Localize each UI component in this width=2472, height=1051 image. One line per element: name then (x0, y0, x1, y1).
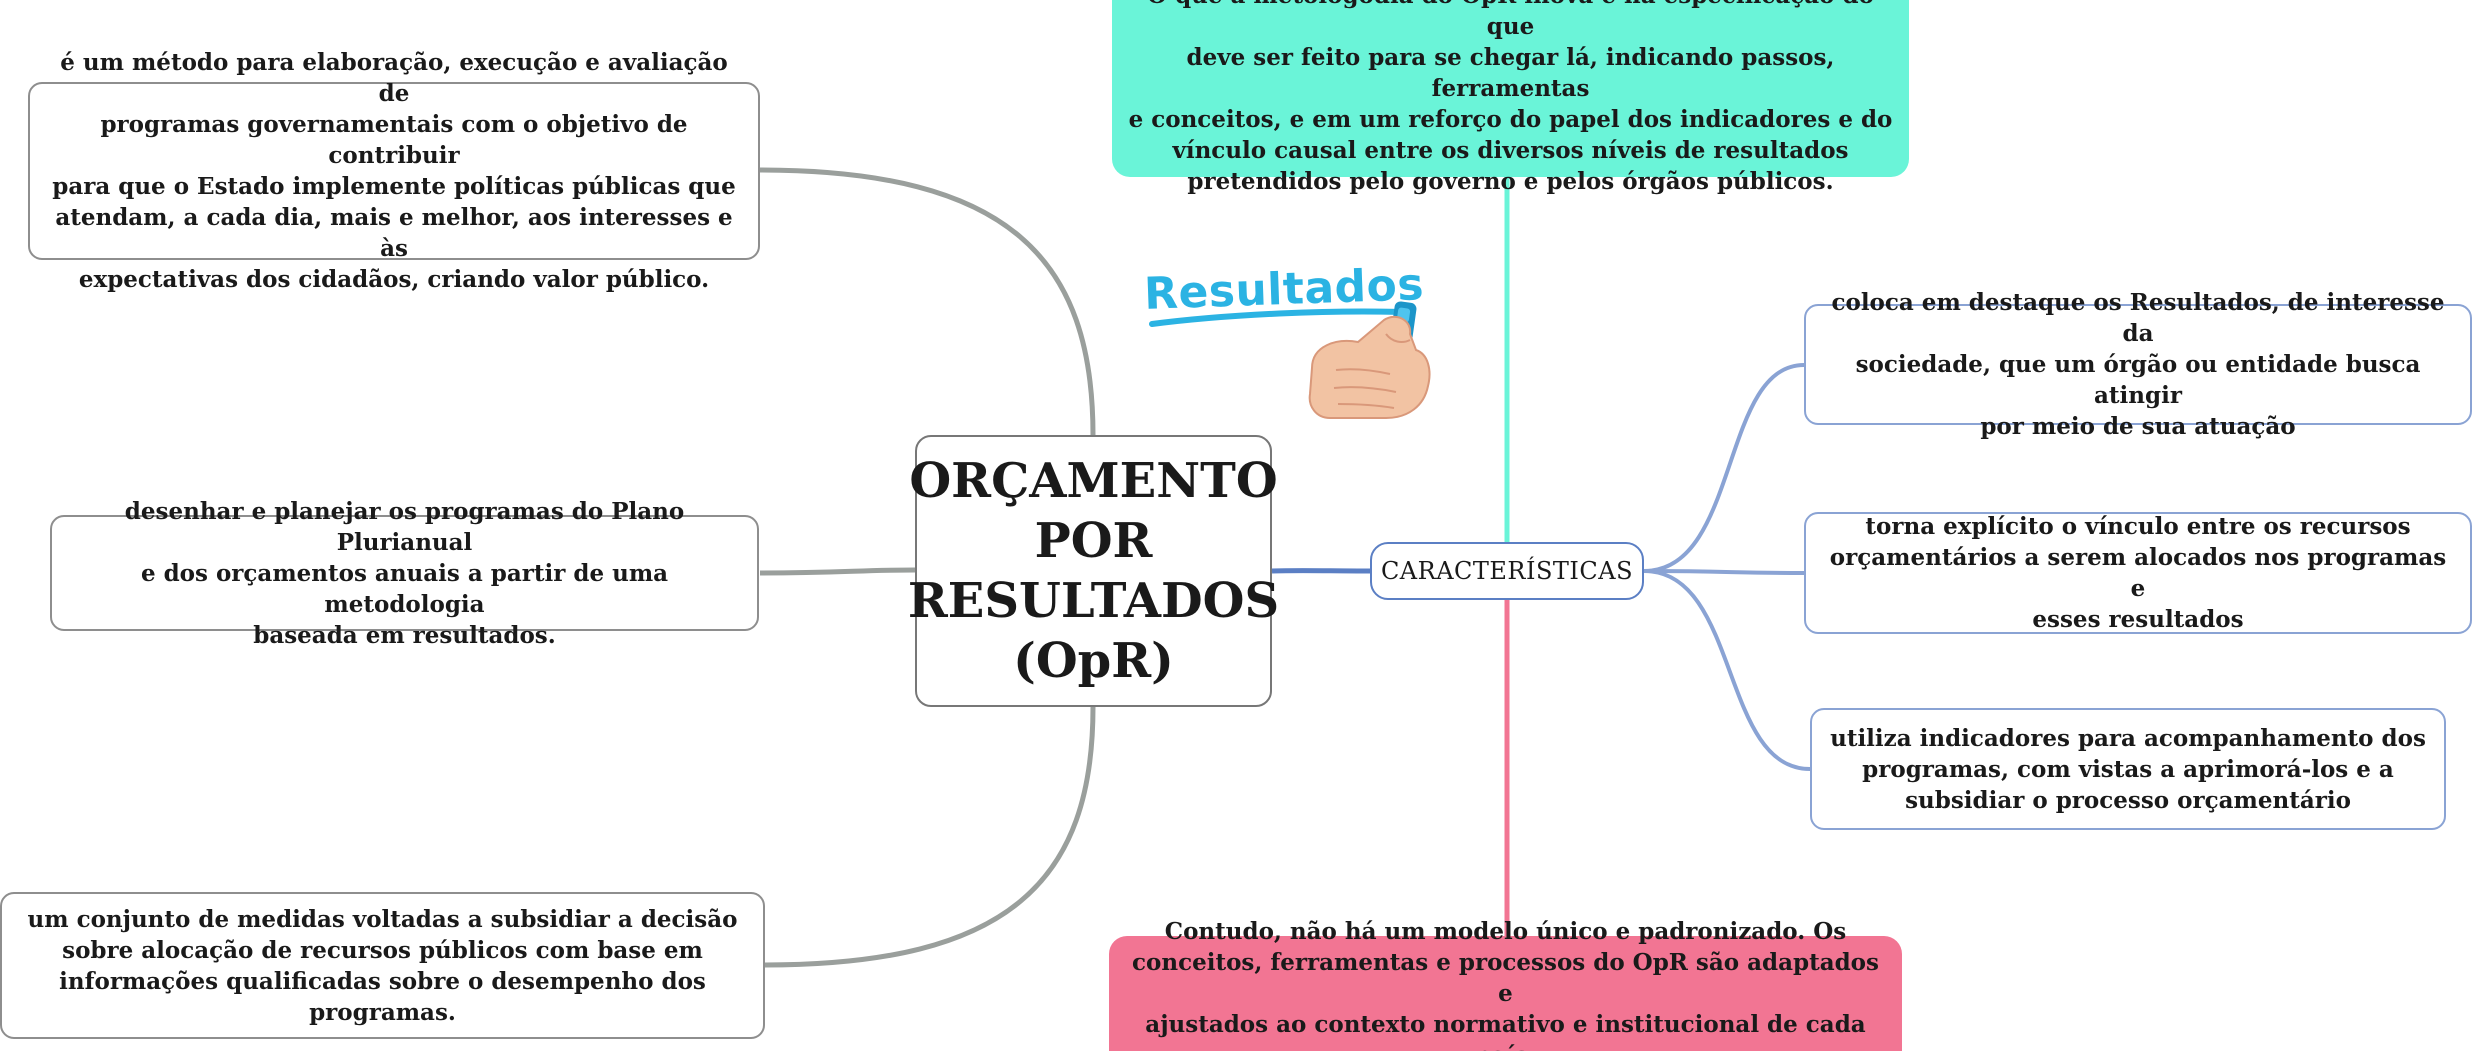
resultados-illustration: Resultados (1140, 250, 1450, 425)
note-line: deve ser feito para se chegar lá, indica… (1186, 44, 1835, 102)
note-inovacao[interactable]: O que a metologodia do OpR inova é na es… (1112, 0, 1909, 195)
note-adaptacao[interactable]: Contudo, não há um modelo único e padron… (1109, 918, 1902, 1051)
node-line: expectativas dos cidadãos, criando valor… (78, 266, 710, 293)
note-line: pretendidos pelo governo e pelos órgãos … (1187, 168, 1834, 195)
central-line: POR (1034, 513, 1153, 569)
node-vinculo-recursos[interactable]: torna explícito o vínculo entre os recur… (1804, 512, 2472, 634)
node-line: para que o Estado implemente políticas p… (52, 173, 736, 200)
node-definicao[interactable]: é um método para elaboração, execução e … (28, 49, 760, 293)
note-adaptacao-text: Contudo, não há um modelo único e padron… (1121, 916, 1890, 1051)
central-topic-text: ORÇAMENTO POR RESULTADOS (OpR) (908, 451, 1279, 691)
hand-with-marker-icon (1149, 301, 1431, 419)
node-line: informações qualificadas sobre o desempe… (59, 967, 706, 995)
node-line: torna explícito o vínculo entre os recur… (1865, 513, 2411, 540)
node-caracteristicas-label: CARACTERÍSTICAS (1380, 556, 1634, 585)
node-line: programas governamentais com o objetivo … (100, 111, 688, 169)
note-line: e conceitos, e em um reforço do papel do… (1128, 106, 1893, 133)
node-caracteristicas[interactable]: CARACTERÍSTICAS (1370, 542, 1644, 600)
node-line: e dos orçamentos anuais a partir de uma … (140, 559, 669, 618)
node-indicadores[interactable]: utiliza indicadores para acompanhamento … (1810, 708, 2446, 830)
note-line: Contudo, não há um modelo único e padron… (1164, 918, 1847, 945)
note-line: conceitos, ferramentas e processos do Op… (1132, 949, 1879, 1007)
node-line: por meio de sua atuação (1980, 413, 2296, 440)
central-line: RESULTADOS (907, 573, 1280, 629)
node-line: subsidiar o processo orçamentário (1905, 786, 2351, 814)
connector-definicao (759, 167, 1096, 436)
node-line: utiliza indicadores para acompanhamento … (1830, 724, 2426, 752)
central-line: ORÇAMENTO (909, 453, 1278, 509)
node-line: um conjunto de medidas voltadas a subsid… (27, 905, 738, 933)
connector-indicadores (1643, 569, 1811, 771)
node-definicao-text: é um método para elaboração, execução e … (44, 47, 744, 295)
node-line: coloca em destaque os Resultados, de int… (1831, 289, 2445, 347)
connector-planejamento (759, 567, 916, 576)
node-line: baseada em resultados. (253, 621, 556, 649)
central-topic[interactable]: ORÇAMENTO POR RESULTADOS (OpR) (908, 435, 1279, 707)
node-line: desenhar e planejar os programas do Plan… (124, 497, 685, 556)
connector-vinculo (1643, 569, 1805, 575)
node-destaque-resultados-text: coloca em destaque os Resultados, de int… (1820, 287, 2456, 442)
note-line: O que a metologodia do OpR inova é na es… (1147, 0, 1874, 40)
node-planejamento-text: desenhar e planejar os programas do Plan… (66, 496, 743, 651)
node-line: sobre alocação de recursos públicos com … (62, 936, 703, 964)
node-conjunto-medidas[interactable]: um conjunto de medidas voltadas a subsid… (0, 892, 765, 1039)
node-vinculo-recursos-text: torna explícito o vínculo entre os recur… (1820, 511, 2456, 635)
node-line: programas, com vistas a aprimorá-los e a (1862, 755, 2394, 783)
connector-conjunto (764, 706, 1096, 968)
node-indicadores-text: utiliza indicadores para acompanhamento … (1830, 723, 2426, 816)
note-inovacao-text: O que a metologodia do OpR inova é na es… (1124, 0, 1897, 197)
central-line: (OpR) (1013, 633, 1174, 689)
node-line: atendam, a cada dia, mais e melhor, aos … (55, 204, 733, 262)
node-line: orçamentários a serem alocados nos progr… (1829, 544, 2447, 602)
node-line: programas. (309, 998, 456, 1026)
note-line: ajustados ao contexto normativo e instit… (1145, 1011, 1866, 1051)
note-line: vínculo causal entre os diversos níveis … (1172, 137, 1849, 164)
node-destaque-resultados[interactable]: coloca em destaque os Resultados, de int… (1804, 289, 2472, 440)
node-line: sociedade, que um órgão ou entidade busc… (1855, 351, 2421, 409)
node-line: esses resultados (2032, 606, 2244, 633)
node-planejamento[interactable]: desenhar e planejar os programas do Plan… (50, 498, 759, 649)
node-line: é um método para elaboração, execução e … (60, 49, 728, 107)
connector-destaque (1643, 363, 1805, 573)
node-conjunto-medidas-text: um conjunto de medidas voltadas a subsid… (28, 904, 738, 1028)
